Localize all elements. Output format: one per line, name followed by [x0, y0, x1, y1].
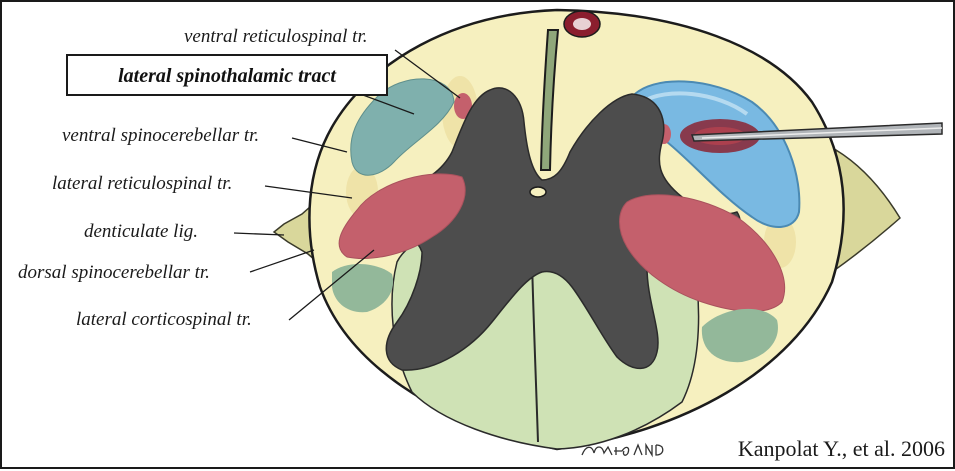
label-ventral-reticulospinal-tract: ventral reticulospinal tr.	[184, 26, 367, 48]
artist-signature	[578, 439, 668, 461]
label-lateral-reticulospinal-tract: lateral reticulospinal tr.	[52, 173, 232, 195]
label-lateral-corticospinal-tract: lateral corticospinal tr.	[76, 309, 252, 331]
figure-credit: Kanpolat Y., et al. 2006	[736, 436, 947, 462]
label-dorsal-spinocerebellar-tract: dorsal spinocerebellar tr.	[18, 262, 210, 284]
label-lateral-spinothalamic-tract: lateral spinothalamic tract	[68, 65, 386, 88]
label-denticulate-ligament: denticulate lig.	[84, 221, 198, 243]
central-canal	[530, 187, 546, 197]
highlighted-label-box: lateral spinothalamic tract	[66, 54, 388, 96]
label-ventral-spinocerebellar-tract: ventral spinocerebellar tr.	[62, 125, 259, 147]
